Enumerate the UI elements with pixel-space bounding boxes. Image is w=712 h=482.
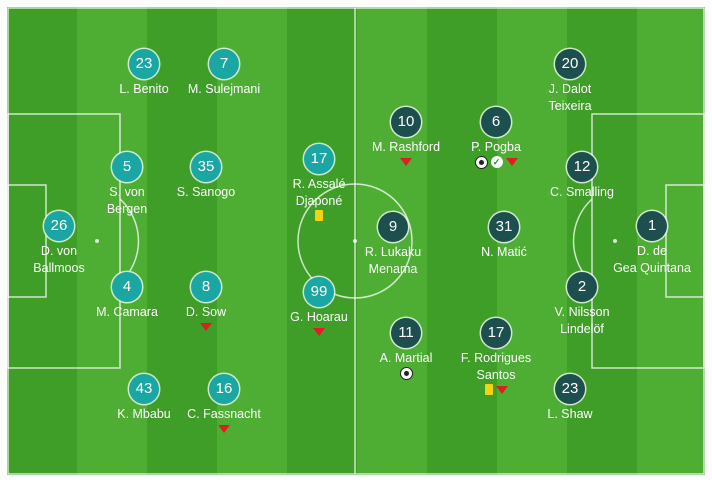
shirt-number-badge: 9	[378, 212, 408, 242]
player-event-icons	[351, 156, 461, 170]
pitch-stripe	[7, 7, 77, 475]
substitution-icon	[200, 323, 212, 331]
away-player[interactable]: 11 A. Martial	[351, 318, 461, 381]
home-player[interactable]: 4 M. Camara	[72, 272, 182, 319]
substitution-icon	[218, 425, 230, 433]
shirt-number-badge: 17	[481, 318, 511, 348]
away-player[interactable]: 6 P. Pogba ✓	[441, 107, 551, 170]
home-player[interactable]: 23 L. Benito	[89, 49, 199, 96]
shirt-number-badge: 17	[304, 144, 334, 174]
away-player[interactable]: 1 D. de Gea Quintana	[597, 211, 705, 275]
player-name: C. Smalling	[550, 185, 614, 199]
pitch-stripe	[147, 7, 217, 475]
player-name: D. Sow	[185, 305, 227, 319]
goal-ball-icon	[474, 156, 488, 169]
player-name: M. Sulejmani	[187, 82, 261, 96]
shirt-number-badge: 4	[112, 272, 142, 302]
player-event-icons	[351, 367, 461, 381]
shirt-number-badge: 35	[191, 152, 221, 182]
shirt-number-badge: 43	[129, 374, 159, 404]
substitution-icon	[313, 328, 325, 336]
shirt-number-badge: 6	[481, 107, 511, 137]
player-name: S. Sanogo	[176, 185, 236, 199]
shirt-number-badge: 5	[112, 152, 142, 182]
player-name: V. Nilsson	[554, 305, 610, 319]
player-name: N. Matić	[481, 245, 527, 259]
shirt-number-badge: 7	[209, 49, 239, 79]
away-player[interactable]: 31 N. Matić	[449, 212, 559, 259]
pitch-stripe	[637, 7, 705, 475]
home-player[interactable]: 99 G. Hoarau	[264, 277, 374, 340]
player-event-icons	[169, 423, 279, 437]
player-name: R. Lukaku	[364, 245, 422, 259]
substitution-icon	[505, 158, 518, 166]
player-event-icons	[441, 384, 551, 398]
player-name: Santos	[476, 368, 516, 382]
yellow-card-icon	[315, 210, 323, 221]
player-name: K. Mbabu	[117, 407, 171, 421]
assist-check-icon: ✓	[490, 156, 503, 168]
player-name: J. Dalot	[548, 82, 592, 96]
player-name: Gea Quintana	[613, 261, 691, 275]
player-name: D. von	[40, 244, 78, 258]
shirt-number-badge: 23	[129, 49, 159, 79]
player-name: M. Camara	[96, 305, 158, 319]
player-name: A. Martial	[379, 351, 433, 365]
home-player[interactable]: 43 K. Mbabu	[89, 374, 199, 421]
shirt-number-badge: 10	[391, 107, 421, 137]
shirt-number-badge: 1	[637, 211, 667, 241]
shirt-number-badge: 99	[304, 277, 334, 307]
player-name: F. Rodrigues	[460, 351, 532, 365]
home-player[interactable]: 35 S. Sanogo	[151, 152, 261, 199]
shirt-number-badge: 20	[555, 49, 585, 79]
player-name: P. Pogba	[471, 140, 521, 154]
player-name: L. Shaw	[547, 407, 593, 421]
goal-ball-icon	[399, 367, 413, 380]
shirt-number-badge: 12	[567, 152, 597, 182]
player-name: Lindelöf	[560, 322, 604, 336]
player-name: Ballmoos	[33, 261, 85, 275]
player-name: G. Hoarau	[290, 310, 348, 324]
player-name: Menama	[368, 262, 418, 276]
away-player[interactable]: 10 M. Rashford	[351, 107, 461, 170]
substitution-icon	[495, 386, 508, 394]
home-player[interactable]: 7 M. Sulejmani	[169, 49, 279, 96]
player-name: Teixeira	[548, 99, 592, 113]
player-event-icons: ✓	[441, 156, 551, 170]
player-name: D. de	[637, 244, 667, 258]
away-player[interactable]: 12 C. Smalling	[527, 152, 637, 199]
player-name: M. Rashford	[371, 140, 441, 154]
player-event-icons	[151, 321, 261, 335]
pitch-stripe	[427, 7, 497, 475]
shirt-number-badge: 16	[209, 374, 239, 404]
yellow-card-icon	[484, 384, 493, 395]
shirt-number-badge: 26	[44, 211, 74, 241]
away-player[interactable]: 23 L. Shaw	[515, 374, 625, 421]
player-name: R. Assalé	[292, 177, 346, 191]
home-player[interactable]: 8 D. Sow	[151, 272, 261, 335]
player-event-icons	[264, 210, 374, 224]
player-name: Bergen	[106, 202, 148, 216]
shirt-number-badge: 2	[567, 272, 597, 302]
player-name: S. von	[109, 185, 145, 199]
substitution-icon	[400, 158, 412, 166]
home-player[interactable]: 16 C. Fassnacht	[169, 374, 279, 437]
player-name: C. Fassnacht	[187, 407, 261, 421]
shirt-number-badge: 11	[391, 318, 421, 348]
shirt-number-badge: 31	[489, 212, 519, 242]
shirt-number-badge: 23	[555, 374, 585, 404]
player-event-icons	[264, 326, 374, 340]
player-name: Djaponé	[295, 194, 343, 208]
player-name: L. Benito	[119, 82, 169, 96]
shirt-number-badge: 8	[191, 272, 221, 302]
